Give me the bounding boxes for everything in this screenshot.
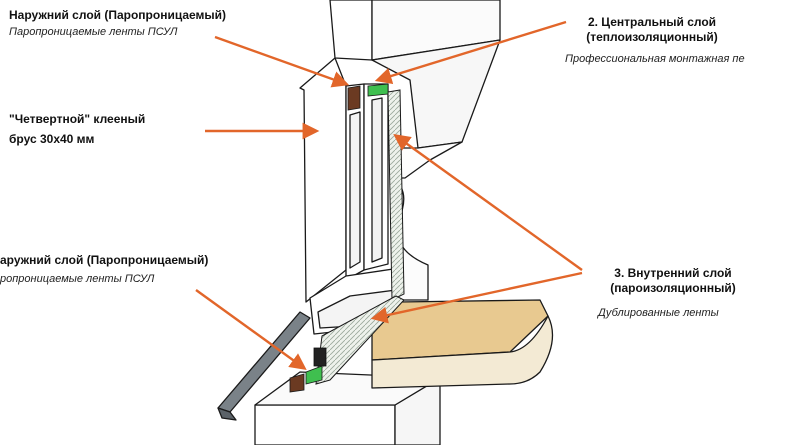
outer-layer-top-title: Наружний слой (Паропроницаемый)	[9, 8, 227, 22]
central-layer-subtitle: Профессиональная монтажная пе	[565, 53, 745, 65]
arrow-outer-bottom	[195, 289, 307, 370]
frame-glass-bead	[371, 97, 383, 263]
outer-flashing-edge	[217, 407, 237, 421]
insulation-top	[367, 83, 389, 97]
wall-top-front	[329, 0, 373, 61]
outer-tape-bottom	[289, 373, 305, 393]
outer-layer-top-subtitle: Паропроницаемые ленты ПСУЛ	[9, 26, 178, 38]
inner-layer-title-line1: 3. Внутренний слой	[614, 266, 732, 280]
central-layer-title-line2: (теплоизоляционный)	[586, 30, 718, 44]
arrow-outer-top	[214, 35, 350, 88]
central-layer-title-line1: 2. Центральный слой	[587, 15, 717, 29]
wall-inner-slope	[391, 141, 463, 179]
frame-sash	[349, 111, 361, 269]
insulation-bottom	[305, 365, 323, 385]
arrow-central	[374, 20, 567, 85]
arrow-inner-upper	[393, 134, 583, 271]
arrow-inner-lower	[370, 271, 583, 324]
bottom-seal-block	[313, 347, 327, 367]
outer-layer-bottom-subtitle: ропроницаемые ленты ПСУЛ	[0, 273, 155, 285]
vapor-barrier-tape-vertical	[387, 89, 405, 301]
inner-layer-subtitle: Дублированные ленты	[598, 307, 719, 319]
wall-reveal-left	[299, 57, 347, 303]
outer-tape-top	[347, 85, 361, 111]
window-sill-edge	[371, 315, 554, 389]
beam-label-line1: "Четвертной" клееный	[9, 112, 146, 126]
inner-layer-title-line2: (пароизоляционный)	[610, 281, 736, 295]
beam-label-line2: брус 30x40 мм	[9, 132, 95, 146]
outer-layer-bottom-title: аружний слой (Паропроницаемый)	[0, 253, 209, 267]
wall-bottom-front	[254, 404, 396, 445]
